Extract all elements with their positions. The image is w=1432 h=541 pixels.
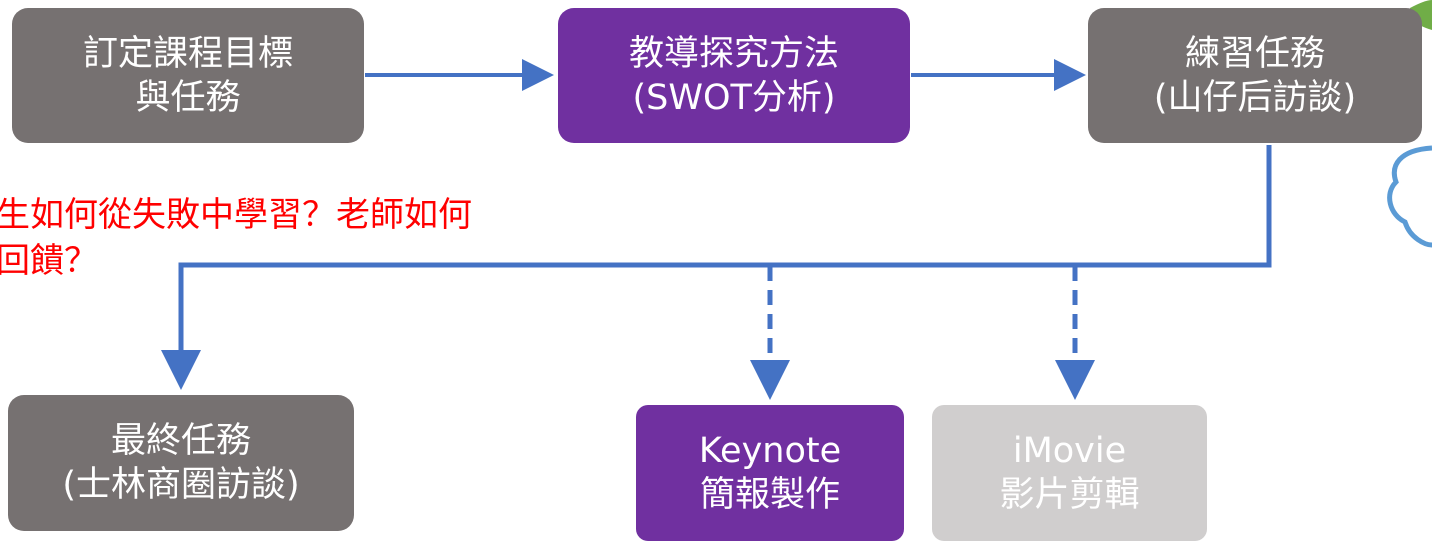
node-inquiry-method: 教導探究方法 (SWOT分析) — [558, 8, 910, 143]
node-keynote-line2: 簡報製作 — [699, 475, 840, 515]
node-practice-task-line2: (山仔后訪談) — [1153, 77, 1357, 118]
node-course-goals: 訂定課程目標 與任務 — [12, 8, 364, 143]
node-inquiry-method-line2: (SWOT分析) — [632, 77, 836, 118]
node-imovie-line2: 影片剪輯 — [999, 475, 1140, 515]
node-inquiry-method-line1: 教導探究方法 — [628, 33, 839, 74]
node-course-goals-line2: 與任務 — [135, 77, 241, 118]
blue-decoration-shape — [1387, 145, 1432, 248]
node-final-task: 最終任務 (士林商圈訪談) — [8, 395, 354, 531]
node-final-task-line1: 最終任務 — [110, 421, 251, 461]
arrow-practice-to-final — [161, 145, 1272, 390]
node-imovie: iMovie 影片剪輯 — [932, 405, 1207, 541]
reflection-question: 生如何從失敗中學習？老師如何 回饋？ — [0, 192, 472, 284]
node-course-goals-line1: 訂定課程目標 — [82, 33, 293, 74]
node-practice-task: 練習任務 (山仔后訪談) — [1088, 8, 1422, 143]
node-keynote: Keynote 簡報製作 — [636, 405, 904, 541]
node-imovie-line1: iMovie — [1012, 431, 1127, 471]
node-final-task-line2: (士林商圈訪談) — [62, 465, 300, 505]
node-keynote-line1: Keynote — [698, 431, 842, 471]
reflection-question-line1: 生如何從失敗中學習？老師如何 — [0, 195, 472, 235]
reflection-question-line2: 回饋？ — [0, 241, 98, 281]
node-practice-task-line1: 練習任務 — [1184, 33, 1325, 74]
